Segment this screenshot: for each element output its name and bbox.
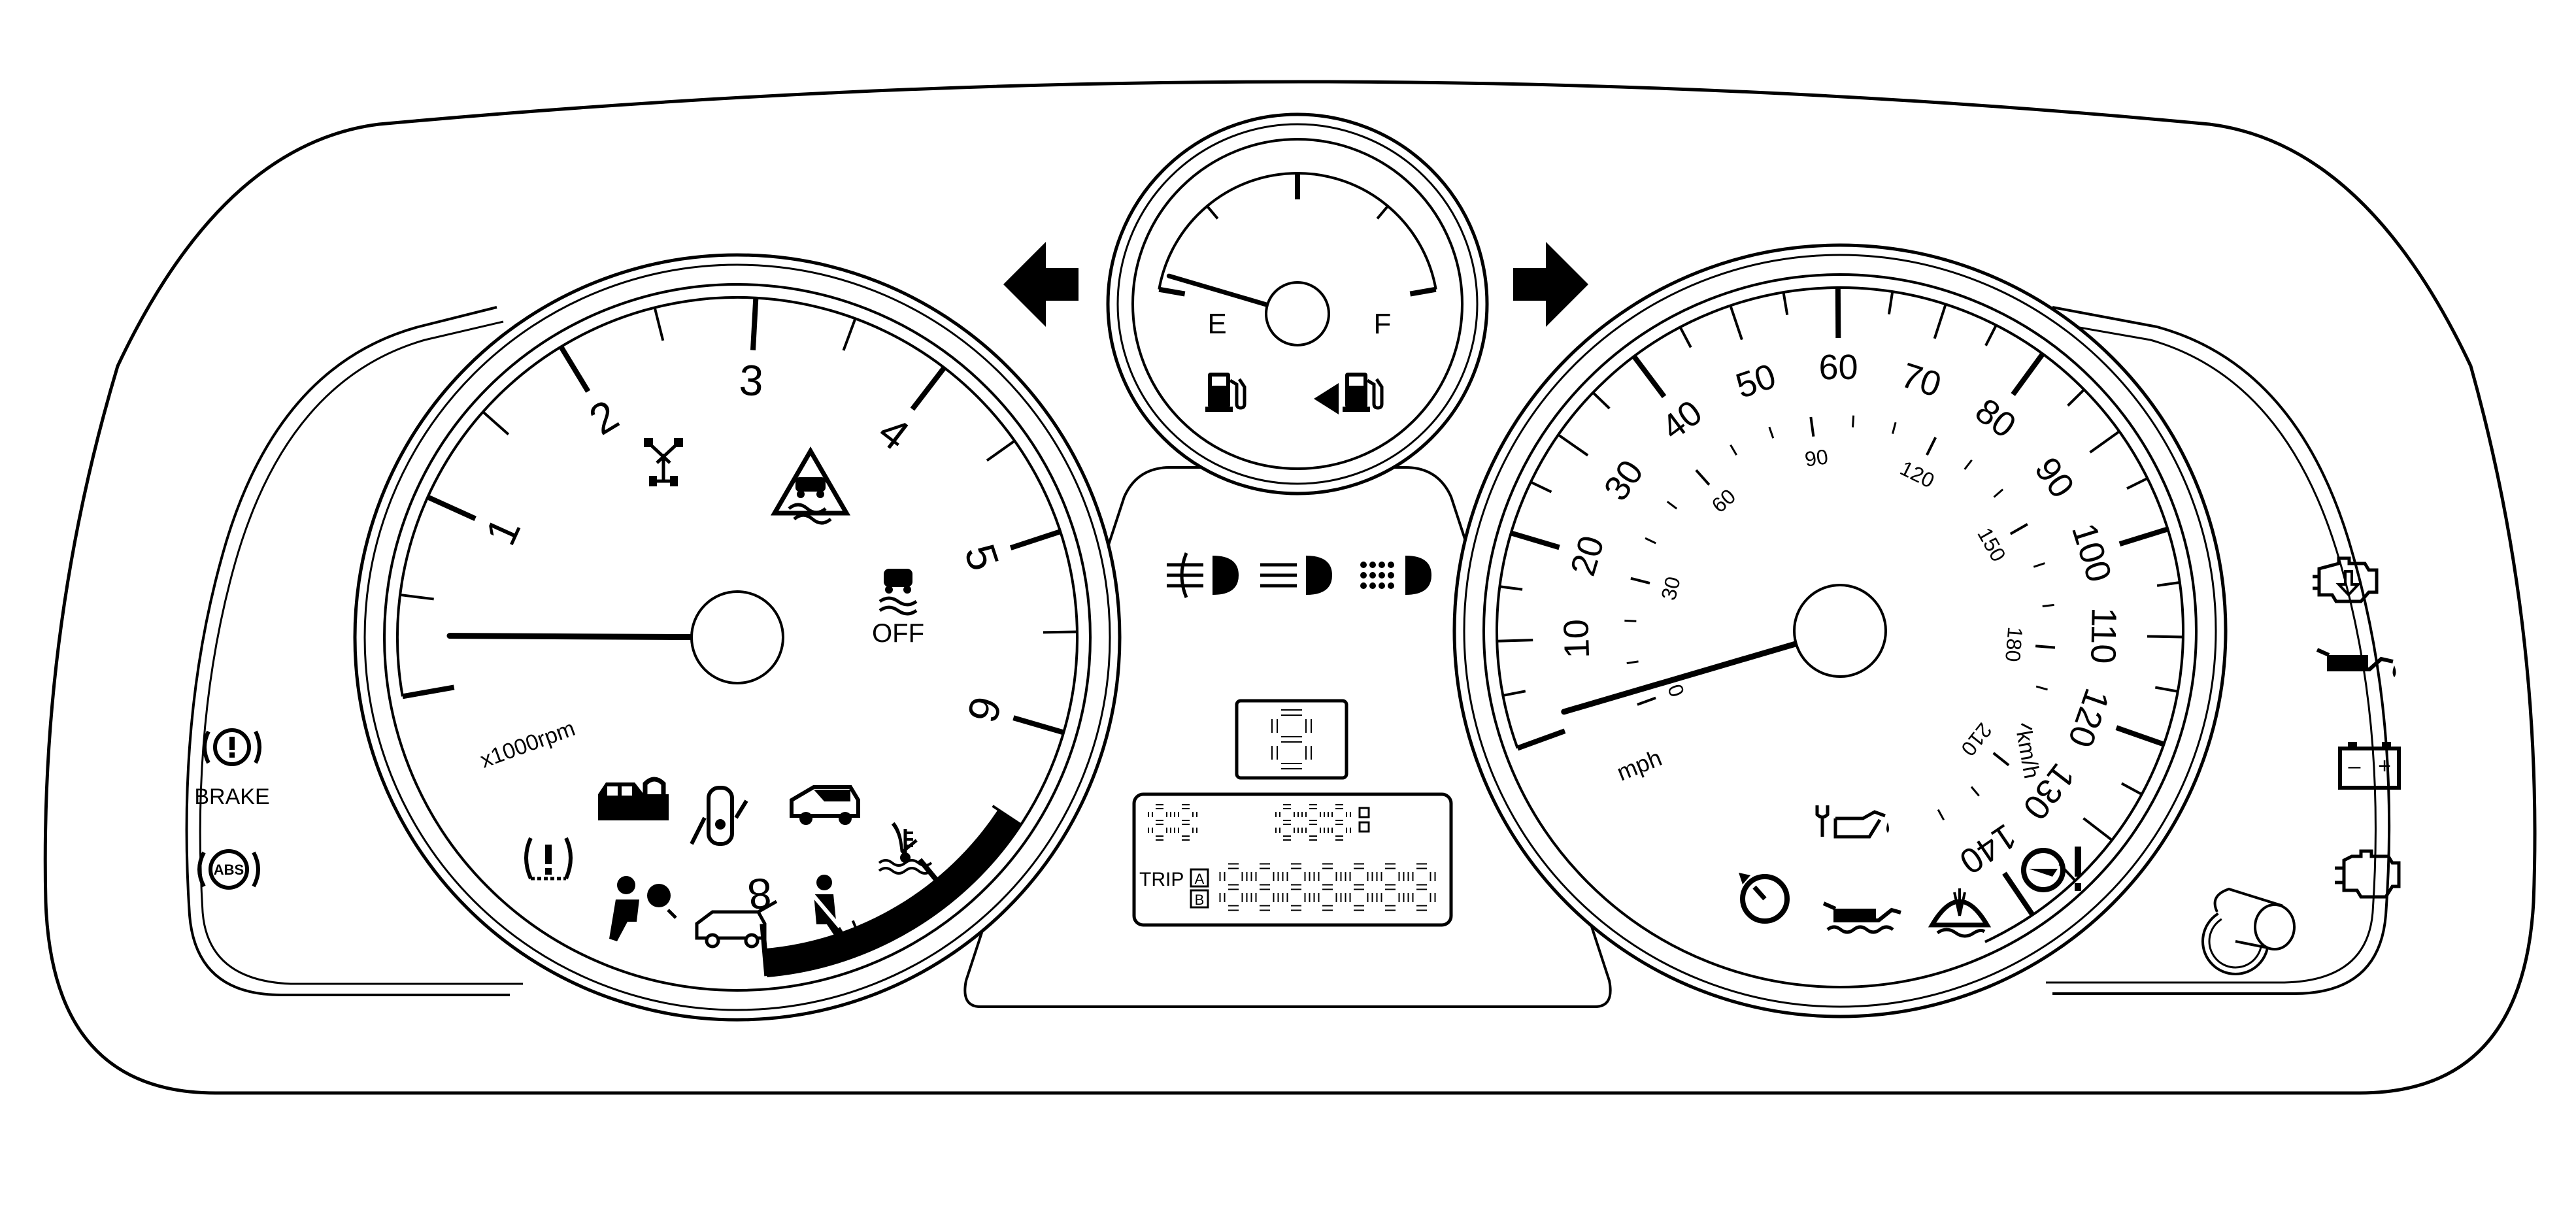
tachometer-needle [450, 636, 698, 637]
trip-label: TRIP [1139, 869, 1184, 890]
abs-warning-label: ABS [214, 862, 244, 878]
oil-level-icon [2317, 650, 2396, 677]
lcd-top-digit [1278, 807, 1296, 838]
lcd-top-digit [1304, 807, 1322, 838]
speedometer-needle-hub [1794, 585, 1886, 677]
fuel-empty-label: E [1207, 308, 1226, 340]
gear-digit-segments [1275, 713, 1309, 766]
lcd-segment-box [1360, 808, 1369, 817]
speedometer-kmh-tick [1624, 620, 1636, 621]
odometer-trip-digits [1150, 807, 1433, 908]
low-beam-headlamp-icon [1260, 556, 1332, 595]
speedometer-kmh-label: 90 [1803, 445, 1830, 471]
brake-warning-icon [205, 730, 259, 764]
speedometer-mph-tick [1497, 640, 1533, 641]
speedometer-mph-label: 110 [2083, 607, 2124, 664]
fog-lamp-icon [1167, 553, 1239, 597]
battery-charging-icon: – + [2340, 742, 2399, 788]
lcd-odometer-digit [1411, 866, 1433, 908]
battery-plus-sign: + [2378, 754, 2391, 779]
right-turn-signal-icon [1513, 242, 1588, 327]
left-turn-signal-icon [1003, 242, 1079, 327]
tachometer-tick-label: 3 [738, 356, 765, 405]
trip-a-label: A [1195, 871, 1205, 887]
speedometer-mph-tick [2147, 636, 2183, 637]
lcd-odometer-digit [1254, 866, 1276, 908]
traction-off-label: OFF [872, 619, 924, 648]
speedometer-kmh-tick [1853, 416, 1854, 428]
lcd-odometer-digit [1348, 866, 1370, 908]
trip-b-label: B [1195, 892, 1205, 908]
brake-warning-label: BRAKE [194, 784, 269, 809]
lcd-segment-box [1360, 822, 1369, 832]
battery-minus-sign: – [2349, 754, 2361, 779]
tachometer-needle-hub [692, 592, 783, 683]
check-engine-icon [2313, 558, 2377, 601]
trip-reset-knob[interactable] [2203, 889, 2294, 974]
lcd-odometer-digit [1316, 866, 1339, 908]
fuel-gauge-needle-hub [1266, 282, 1329, 345]
tachometer-minor-tick [1043, 631, 1077, 632]
speedometer-kmh-label: 180 [2001, 626, 2027, 663]
speedometer-mph-label: 60 [1818, 348, 1858, 387]
lcd-odometer-digit [1222, 866, 1245, 908]
lcd-top-digit [1150, 807, 1169, 838]
high-beam-headlamp-icon [1360, 556, 1431, 595]
lcd-top-digit [1177, 807, 1195, 838]
speedometer-kmh-tick [2035, 646, 2055, 647]
speedometer-mph-label: 10 [1556, 618, 1597, 659]
lcd-odometer-digit [1379, 866, 1401, 908]
fuel-full-label: F [1374, 308, 1392, 340]
abs-warning-icon: ABS [199, 851, 258, 888]
gear-indicator-digit [1275, 713, 1309, 766]
lcd-odometer-digit [1285, 866, 1307, 908]
fuel-gauge: E F [1108, 114, 1487, 494]
tachometer-major-tick [753, 298, 756, 350]
lcd-top-digit [1330, 807, 1348, 838]
